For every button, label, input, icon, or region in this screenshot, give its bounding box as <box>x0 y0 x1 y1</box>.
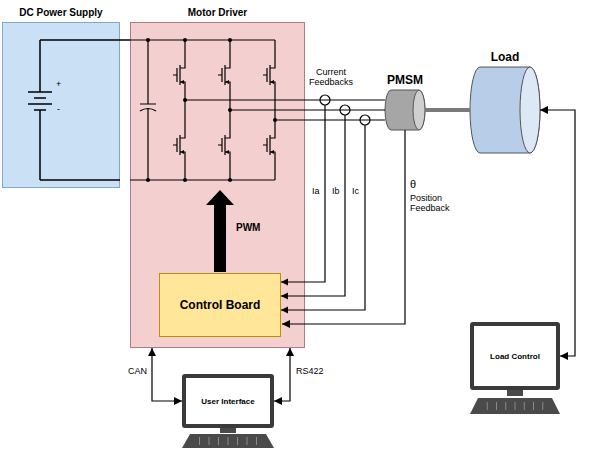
node-heading: DC Power Supply <box>0 7 139 18</box>
key-stroke <box>542 402 543 410</box>
cylinder-shape <box>385 90 425 130</box>
signal-name: Ia <box>312 186 320 196</box>
cylinder-face <box>520 67 540 153</box>
node-label: User Interface <box>197 395 258 408</box>
bus-label: CAN <box>128 366 147 376</box>
signal-name: Ib <box>332 186 340 196</box>
polarity-sign: - <box>57 104 60 114</box>
motor-shaft <box>425 108 470 112</box>
node-heading: Load <box>450 50 560 64</box>
battery-symbol <box>28 40 120 180</box>
connector <box>274 348 290 401</box>
connector <box>120 39 130 41</box>
key-stroke <box>209 437 210 445</box>
connector <box>282 130 405 324</box>
key-stroke <box>218 437 219 445</box>
cylinder-face <box>413 90 425 130</box>
key-stroke <box>496 402 497 410</box>
mosfet-switches <box>173 60 275 160</box>
key-stroke <box>533 402 534 410</box>
computer-stands <box>182 390 560 448</box>
signal-name: PWM <box>236 222 260 234</box>
connector <box>305 109 385 110</box>
key-stroke <box>228 437 229 445</box>
load-cylinder: Load <box>470 67 540 153</box>
key-stroke <box>505 402 506 410</box>
key-stroke <box>199 437 200 445</box>
connector <box>152 348 182 401</box>
signal-group-label: Current Feedbacks <box>300 67 362 88</box>
key-stroke <box>237 437 238 445</box>
node-label: Control Board <box>176 296 265 314</box>
key-stroke <box>256 437 257 445</box>
current-sensors <box>281 95 370 310</box>
motor-cylinder: PMSM <box>385 90 425 130</box>
polarity-sign: + <box>56 79 61 89</box>
key-stroke <box>247 437 248 445</box>
keyboard-keys <box>200 402 543 445</box>
inverter-bridge <box>130 40 385 180</box>
key-stroke <box>515 402 516 410</box>
key-stroke <box>524 402 525 410</box>
power-supply-box: DC Power Supply <box>2 22 120 188</box>
pwm-arrow <box>206 190 234 272</box>
signal-name: θ <box>410 178 416 191</box>
bus-label: RS422 <box>296 366 324 376</box>
node-heading: Motor Driver <box>111 7 324 18</box>
node-label: Load Control <box>486 350 544 363</box>
motor-driver-box: Motor DriverControl Board <box>130 22 305 348</box>
connector <box>540 110 575 356</box>
signal-group-label: Position Feedback <box>410 193 468 214</box>
computer-monitor: User Interface <box>182 374 274 428</box>
computer-monitor: Load Control <box>470 322 560 390</box>
cylinder-shape <box>470 67 540 153</box>
cylinder-body <box>470 67 540 153</box>
key-stroke <box>487 402 488 410</box>
node-heading: PMSM <box>365 73 445 87</box>
cylinder-body <box>385 90 425 130</box>
control-board-box: Control Board <box>159 273 281 337</box>
junction-dots <box>146 38 277 182</box>
signal-name: Ic <box>352 186 359 196</box>
